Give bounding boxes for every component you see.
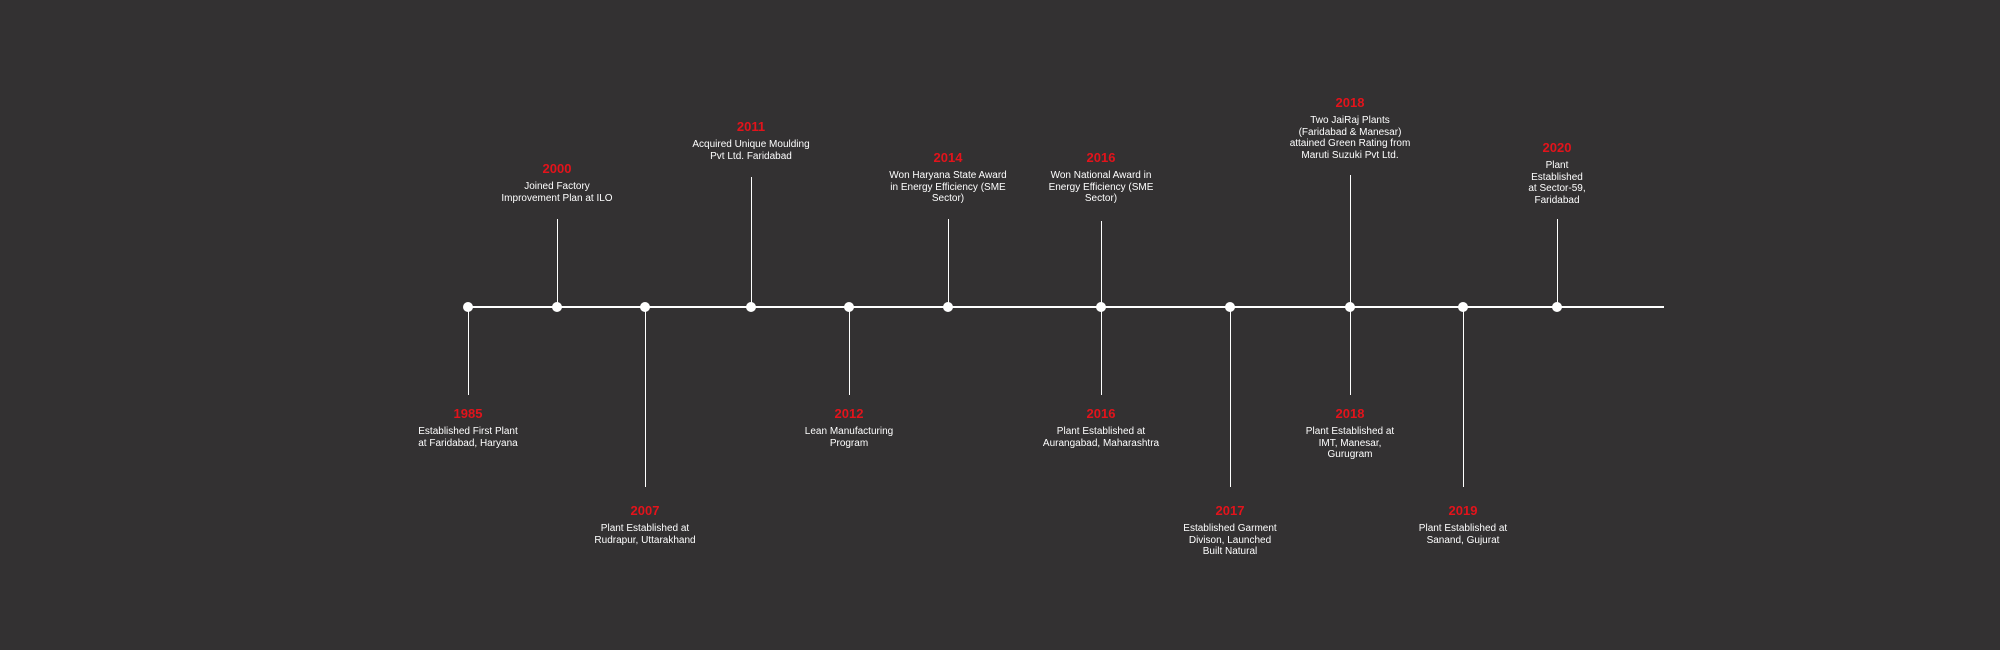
milestone-year: 2000 xyxy=(542,161,572,176)
milestone-year: 1985 xyxy=(453,406,483,421)
milestone-description-line: attained Green Rating from xyxy=(1289,138,1411,149)
milestone-year: 2007 xyxy=(630,503,660,518)
milestone-dot xyxy=(640,302,650,312)
milestone-description-line: Built Natural xyxy=(1202,546,1258,557)
milestone-dot xyxy=(1225,302,1235,312)
milestone-dot xyxy=(746,302,756,312)
milestone-description-line: Gurugram xyxy=(1327,449,1373,460)
milestone-year: 2016 xyxy=(1086,150,1116,165)
milestone-description-line: Sector) xyxy=(1084,193,1118,204)
milestone-stem xyxy=(644,307,646,487)
milestone-stem xyxy=(750,177,752,307)
milestone-description-line: Plant Established at xyxy=(1418,523,1508,534)
milestone-description-line: Won National Award in xyxy=(1050,170,1152,181)
milestone-stem xyxy=(1556,219,1558,307)
milestone-description-line: Lean Manufacturing xyxy=(804,426,894,437)
milestone-stem xyxy=(1100,221,1102,307)
milestone-description-line: Established xyxy=(1531,171,1583,183)
milestone-description-line: Improvement Plan at ILO xyxy=(501,192,613,204)
milestone-year: 2019 xyxy=(1448,503,1478,518)
milestone-description: Two JaiRaj Plants(Faridabad & Manesar)at… xyxy=(1280,115,1420,161)
milestone-description-line: IMT, Manesar, xyxy=(1318,437,1382,449)
milestone-description-line: Joined Factory xyxy=(524,181,590,192)
milestone-description-line: Program xyxy=(829,437,869,449)
milestone-dot xyxy=(1552,302,1562,312)
milestone-year: 2014 xyxy=(933,150,963,165)
milestone-stem xyxy=(1462,307,1464,487)
milestone-dot xyxy=(943,302,953,312)
milestone-year: 2018 xyxy=(1335,95,1365,110)
milestone-description-line: Won Haryana State Award xyxy=(889,170,1007,181)
milestone-description-line: Two JaiRaj Plants xyxy=(1310,115,1390,126)
milestone-stem xyxy=(467,307,469,395)
milestone-description-line: Rudrapur, Uttarakhand xyxy=(594,534,696,546)
milestone-stem xyxy=(1349,175,1351,307)
milestone-description-line: Sector) xyxy=(931,193,965,204)
milestone-description-line: Aurangabad, Maharashtra xyxy=(1042,437,1160,449)
milestone-stem xyxy=(848,307,850,395)
milestone-stem xyxy=(947,219,949,307)
milestone-year: 2011 xyxy=(736,119,766,134)
milestone-year: 2016 xyxy=(1086,406,1116,421)
milestone-description-line: Plant Established at xyxy=(1056,426,1146,437)
milestone-dot xyxy=(1458,302,1468,312)
milestone-description-line: Faridabad xyxy=(1534,194,1580,206)
milestone-description-line: at Sector-59, xyxy=(1528,183,1586,194)
milestone-description-line: Established First Plant xyxy=(418,426,518,437)
milestone-description-line: at Faridabad, Haryana xyxy=(418,437,518,449)
milestone-dot xyxy=(844,302,854,312)
milestone-description-line: Plant Established at xyxy=(1305,426,1395,437)
milestone-dot xyxy=(463,302,473,312)
milestone-description-line: Divison, Launched xyxy=(1188,534,1272,546)
milestone-description-line: Established Garment xyxy=(1183,523,1277,534)
milestone-dot xyxy=(552,302,562,312)
milestone-description-line: Energy Efficiency (SME xyxy=(1048,181,1154,193)
milestone-stem xyxy=(556,219,558,307)
milestone-description-line: Maruti Suzuki Pvt Ltd. xyxy=(1301,149,1399,161)
milestone-year: 2017 xyxy=(1215,503,1245,518)
timeline-axis xyxy=(466,306,1664,308)
milestone-stem xyxy=(1100,307,1102,395)
milestone-year: 2020 xyxy=(1542,140,1572,155)
milestone-description-line: Acquired Unique Moulding xyxy=(692,139,810,150)
milestone-stem xyxy=(1349,307,1351,395)
milestone-description-line: in Energy Efficiency (SME xyxy=(890,181,1006,193)
milestone-description-line: (Faridabad & Manesar) xyxy=(1298,126,1402,138)
milestone-stem xyxy=(1229,307,1231,487)
milestone-description-line: Pvt Ltd. Faridabad xyxy=(710,150,792,162)
milestone-description-line: Plant xyxy=(1545,160,1569,171)
milestone-year: 2012 xyxy=(834,406,864,421)
milestone-description-line: Sanand, Gujurat xyxy=(1426,534,1500,546)
milestone-year: 2018 xyxy=(1335,406,1365,421)
milestone-description-line: Plant Established at xyxy=(600,523,690,534)
